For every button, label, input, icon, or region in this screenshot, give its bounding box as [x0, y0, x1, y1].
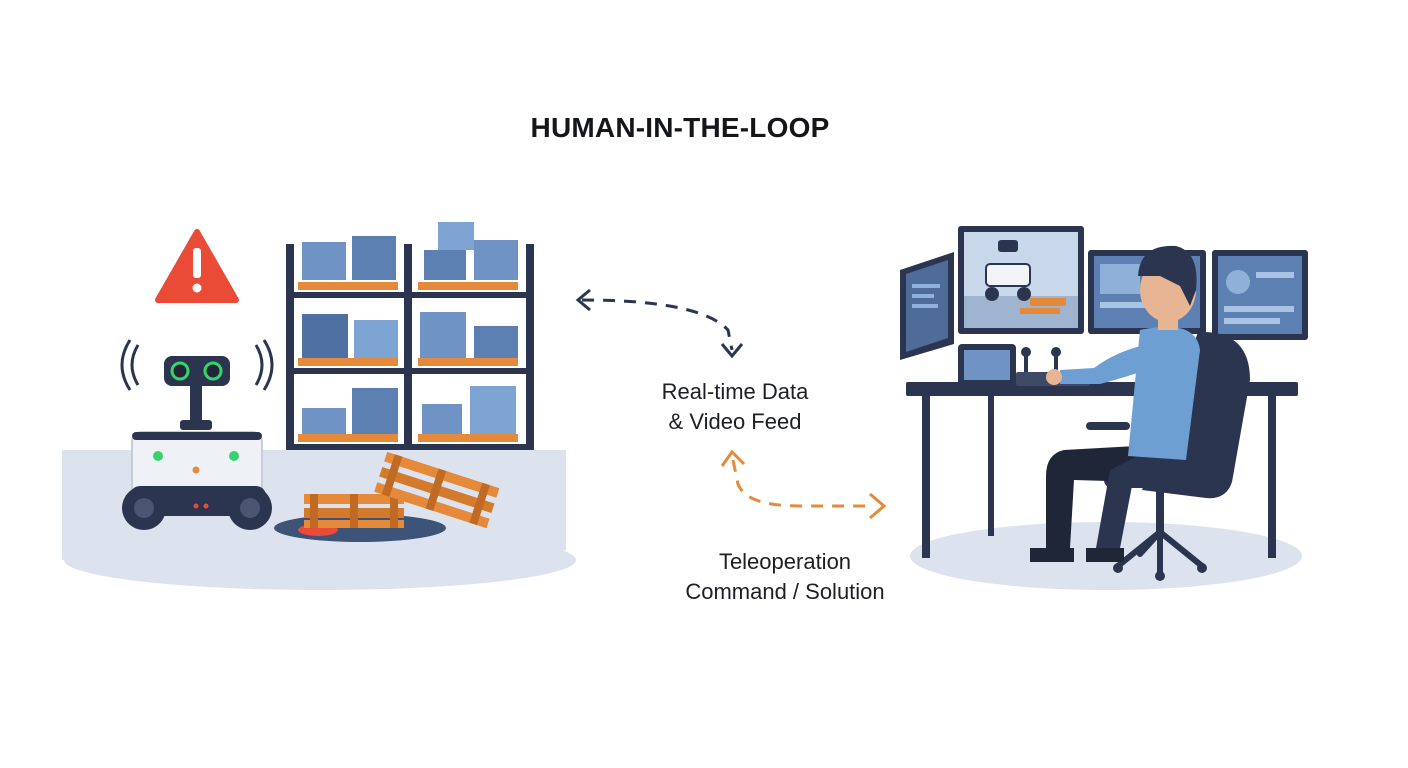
operator-station — [900, 226, 1308, 590]
warehouse-scene — [62, 222, 576, 590]
data-feed-label-line2: & Video Feed — [668, 409, 802, 434]
command-label-line2: Command / Solution — [685, 579, 885, 604]
robot-icon — [120, 339, 274, 530]
operator-icon — [1030, 245, 1200, 562]
command-arrow — [720, 449, 887, 520]
data-feed-label-line1: Real-time Data — [661, 379, 809, 404]
data-feed-label: Real-time Data & Video Feed — [630, 377, 840, 437]
pallet-icon — [274, 451, 500, 542]
data-feed-arrow — [575, 288, 744, 359]
command-label-line1: Teleoperation — [718, 549, 852, 574]
monitor-icon — [900, 226, 1308, 386]
command-label: Teleoperation Command / Solution — [660, 547, 910, 607]
warning-icon — [155, 229, 239, 303]
shelf-icon — [286, 222, 534, 450]
diagram-title: HUMAN-IN-THE-LOOP — [530, 112, 830, 143]
